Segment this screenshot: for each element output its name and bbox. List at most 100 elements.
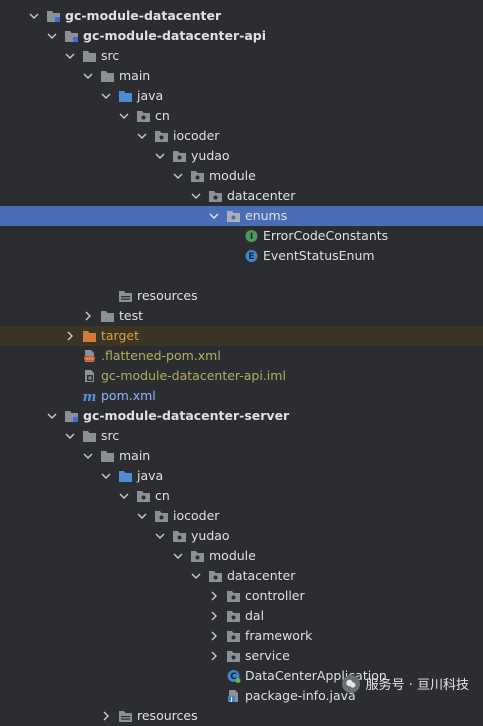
chevron-right-icon[interactable]: [100, 706, 112, 726]
chevron-down-icon[interactable]: [136, 126, 148, 146]
tree-row-java[interactable]: java: [0, 466, 483, 486]
tree-row-label: framework: [245, 628, 313, 643]
tree-row-label: java: [137, 88, 164, 103]
tree-row-label: .flattened-pom.xml: [101, 348, 221, 363]
tree-row-resources[interactable]: resources: [0, 286, 483, 306]
tree-row-yudao[interactable]: yudao: [0, 526, 483, 546]
tree-row-gc-module-datacenter-api[interactable]: gc-module-datacenter-api: [0, 26, 483, 46]
chevron-down-icon[interactable]: [172, 166, 184, 186]
package-icon: [136, 489, 151, 503]
resources-folder-icon: [118, 709, 133, 723]
package-icon: [208, 189, 223, 203]
chevron-right-icon[interactable]: [208, 606, 220, 626]
chevron-down-icon[interactable]: [208, 206, 220, 226]
tree-row-label: resources: [137, 708, 198, 723]
tree-row-errorcodeconstants[interactable]: I ErrorCodeConstants: [0, 226, 483, 246]
tree-row-src[interactable]: src: [0, 46, 483, 66]
tree-row-iml-file[interactable]: gc-module-datacenter-api.iml: [0, 366, 483, 386]
tree-row-label: module: [209, 548, 256, 563]
tree-row-module[interactable]: module: [0, 546, 483, 566]
chevron-right-icon[interactable]: [208, 586, 220, 606]
tree-row-spacer: [0, 266, 483, 286]
enum-icon: E: [244, 249, 259, 263]
tree-row-cn[interactable]: cn: [0, 486, 483, 506]
tree-row-target[interactable]: target: [0, 326, 483, 346]
tree-row-main[interactable]: main: [0, 66, 483, 86]
chevron-down-icon[interactable]: [82, 446, 94, 466]
tree-row-label: package-info.java: [245, 688, 356, 703]
chevron-down-icon[interactable]: [136, 506, 148, 526]
tree-row-test[interactable]: test: [0, 306, 483, 326]
tree-row-label: gc-module-datacenter-api: [83, 28, 267, 43]
tree-row-pom-xml[interactable]: m pom.xml: [0, 386, 483, 406]
tree-row-label: resources: [137, 288, 198, 303]
package-icon: [154, 129, 169, 143]
chevron-down-icon[interactable]: [154, 526, 166, 546]
chevron-down-icon[interactable]: [82, 66, 94, 86]
tree-row-java[interactable]: java: [0, 86, 483, 106]
tree-row-package-info[interactable]: J package-info.java: [0, 686, 483, 706]
folder-icon: [82, 49, 97, 63]
tree-row-datacenter[interactable]: datacenter: [0, 186, 483, 206]
tree-row-label: datacenter: [227, 568, 296, 583]
chevron-down-icon[interactable]: [118, 106, 130, 126]
chevron-down-icon[interactable]: [190, 186, 202, 206]
chevron-down-icon[interactable]: [46, 406, 58, 426]
package-icon: [226, 209, 241, 223]
package-icon: [190, 169, 205, 183]
tree-row-iocoder[interactable]: iocoder: [0, 126, 483, 146]
tree-row-label: ErrorCodeConstants: [263, 228, 389, 243]
chevron-down-icon[interactable]: [64, 426, 76, 446]
tree-row-service[interactable]: service: [0, 646, 483, 666]
tree-row-framework[interactable]: framework: [0, 626, 483, 646]
tree-row-datacenter[interactable]: datacenter: [0, 566, 483, 586]
tree-row-label: gc-module-datacenter-api.iml: [101, 368, 286, 383]
package-icon: [226, 649, 241, 663]
tree-row-gc-module-datacenter-server[interactable]: gc-module-datacenter-server: [0, 406, 483, 426]
chevron-down-icon[interactable]: [28, 6, 40, 26]
tree-row-enums[interactable]: enums: [0, 206, 483, 226]
chevron-down-icon[interactable]: [118, 486, 130, 506]
tree-row-yudao[interactable]: yudao: [0, 146, 483, 166]
chevron-right-icon[interactable]: [208, 626, 220, 646]
tree-row-module[interactable]: module: [0, 166, 483, 186]
chevron-right-icon[interactable]: [82, 306, 94, 326]
tree-row-iocoder[interactable]: iocoder: [0, 506, 483, 526]
tree-row-label: datacenter: [227, 188, 296, 203]
tree-row-resources[interactable]: resources: [0, 706, 483, 726]
chevron-down-icon[interactable]: [64, 46, 76, 66]
chevron-right-icon[interactable]: [208, 646, 220, 666]
svg-text:C: C: [230, 672, 237, 682]
svg-text:I: I: [250, 232, 253, 242]
tree-row-src[interactable]: src: [0, 426, 483, 446]
tree-row-eventstatusenum[interactable]: E EventStatusEnum: [0, 246, 483, 266]
package-icon: [136, 109, 151, 123]
tree-row-dal[interactable]: dal: [0, 606, 483, 626]
tree-row-label: test: [119, 308, 144, 323]
resources-folder-icon: [118, 289, 133, 303]
package-icon: [172, 149, 187, 163]
tree-row-label: EventStatusEnum: [263, 248, 375, 263]
tree-row-label: yudao: [191, 528, 230, 543]
chevron-down-icon[interactable]: [172, 546, 184, 566]
folder-icon: [100, 449, 115, 463]
project-tree: gc-module-datacenter gc-module-datacente…: [0, 6, 483, 726]
java-file-icon: J: [226, 689, 241, 703]
chevron-right-icon[interactable]: [64, 326, 76, 346]
wechat-logo-icon: [341, 674, 360, 693]
chevron-down-icon[interactable]: [100, 466, 112, 486]
package-icon: [154, 509, 169, 523]
chevron-down-icon[interactable]: [190, 566, 202, 586]
tree-row-flattened-pom[interactable]: </> .flattened-pom.xml: [0, 346, 483, 366]
tree-row-main[interactable]: main: [0, 446, 483, 466]
chevron-down-icon[interactable]: [46, 26, 58, 46]
tree-row-gc-module-datacenter[interactable]: gc-module-datacenter: [0, 6, 483, 26]
spring-class-icon: C: [226, 669, 241, 683]
chevron-down-icon[interactable]: [100, 86, 112, 106]
tree-row-cn[interactable]: cn: [0, 106, 483, 126]
tree-row-label: java: [137, 468, 164, 483]
module-folder-icon: [46, 9, 61, 23]
maven-icon: m: [82, 389, 97, 403]
tree-row-controller[interactable]: controller: [0, 586, 483, 606]
chevron-down-icon[interactable]: [154, 146, 166, 166]
